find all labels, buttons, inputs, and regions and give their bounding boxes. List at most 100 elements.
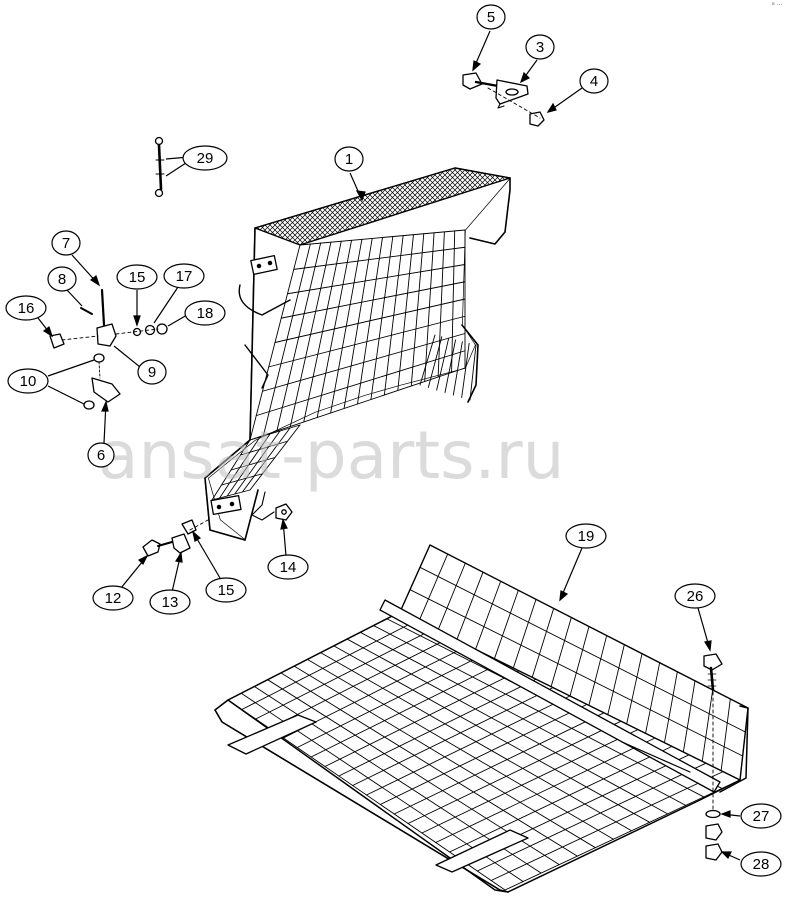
callout-9-label: 9	[148, 364, 156, 381]
callout-15b-label: 15	[218, 582, 235, 599]
mesh-wire	[299, 229, 466, 246]
mesh-wire	[230, 457, 276, 471]
mesh-wire	[379, 703, 588, 805]
watermark-text: ansat-parts.ru	[98, 417, 564, 494]
callout-15-top: 15	[116, 264, 158, 327]
mesh-wire	[234, 430, 281, 495]
mesh-wire	[346, 638, 669, 815]
mesh-wire	[296, 653, 486, 748]
callout-4: 4	[546, 68, 609, 113]
callout-5: 5	[472, 4, 506, 72]
mesh-wire	[255, 628, 435, 720]
mesh-wire	[287, 264, 466, 295]
callout-19: 19	[559, 523, 607, 602]
callout-17-label: 17	[176, 268, 193, 285]
mesh-wire	[241, 427, 291, 493]
callout-28-label: 28	[753, 856, 770, 873]
mesh-wire	[221, 473, 263, 486]
mesh-wire	[569, 626, 590, 697]
mesh-wire	[512, 598, 537, 669]
callout-12-label: 13	[162, 594, 179, 611]
mesh-wire	[240, 440, 288, 456]
mesh-wire	[324, 670, 520, 767]
mesh-wire	[409, 589, 744, 757]
callout-16-label: 16	[18, 300, 35, 317]
mesh-wire	[255, 350, 466, 417]
callout-29-label: 29	[197, 150, 214, 167]
mesh-wire	[421, 729, 639, 834]
mesh-wire	[249, 367, 466, 441]
mesh-wire	[504, 779, 741, 891]
mesh-wire	[219, 436, 261, 499]
mesh-wire	[418, 553, 449, 622]
mesh-wire	[437, 562, 466, 632]
mesh-wire	[211, 489, 251, 501]
callout-1-label: 1	[345, 151, 353, 168]
callout-12: 13	[149, 551, 191, 615]
bracket-assembly-top	[462, 72, 545, 127]
callout-26-label: 26	[687, 588, 704, 605]
mesh-wire	[531, 607, 555, 678]
corner-mark: ᴮ ···	[772, 2, 782, 9]
mesh-wire	[449, 745, 673, 853]
wire-basket-lower	[214, 544, 749, 893]
callout-3-label: 3	[536, 39, 544, 56]
mesh-wire	[452, 341, 463, 396]
mesh-wire	[461, 342, 470, 398]
callout-13: 12	[92, 554, 149, 611]
latch-hardware-group	[49, 288, 168, 410]
callout-16: 16	[5, 295, 54, 338]
callout-10: 10	[7, 359, 95, 405]
callout-4-label: 4	[590, 73, 598, 90]
mesh-wire	[249, 424, 301, 491]
callout-18: 18	[167, 300, 226, 327]
callout-7: 7	[51, 230, 101, 287]
callout-1: 1	[334, 146, 366, 202]
mesh-wire	[435, 737, 656, 843]
mesh-wire	[588, 635, 608, 706]
mesh-wire	[268, 315, 466, 368]
callout-8-label: 8	[58, 271, 66, 288]
mesh-wire	[274, 298, 466, 343]
callout-28: 28	[720, 851, 782, 877]
callout-13-label: 12	[105, 590, 122, 607]
mesh-wire	[393, 712, 605, 815]
mesh-wire	[645, 662, 661, 734]
mesh-wire	[444, 339, 456, 393]
mesh-wire	[607, 644, 625, 716]
mesh-wire	[211, 439, 251, 501]
mesh-wire	[262, 333, 466, 392]
mesh-wire	[427, 336, 443, 388]
mesh-wire	[366, 695, 571, 796]
mesh-wire	[493, 589, 519, 660]
callout-8: 8	[47, 266, 83, 307]
callout-17: 17	[153, 263, 205, 324]
wire-screen-upright	[204, 167, 511, 541]
mesh-wire	[739, 707, 749, 781]
bolt-washer-nut-stack	[703, 653, 723, 861]
mesh-wire	[701, 689, 714, 762]
mesh-wire	[352, 687, 554, 786]
callout-26: 26	[674, 583, 716, 652]
mesh-wire	[626, 653, 643, 725]
mesh-wire	[682, 680, 696, 753]
mesh-wire	[419, 334, 436, 386]
callout-6: 6	[87, 400, 115, 468]
mesh-wire	[476, 762, 707, 872]
mesh-wire	[293, 665, 596, 849]
nut-14	[275, 503, 293, 521]
callout-14-label: 14	[280, 559, 297, 576]
callout-27: 27	[720, 803, 782, 829]
mesh-wire	[249, 424, 301, 441]
mesh-wire	[373, 625, 705, 798]
mesh-wire	[456, 571, 484, 641]
mesh-wire	[306, 658, 614, 840]
callout-10-label: 10	[20, 373, 37, 390]
mesh-wire	[399, 544, 431, 613]
callout-29: 29	[165, 145, 228, 177]
mesh-wire	[475, 580, 502, 650]
mesh-wire	[663, 671, 678, 744]
callout-19-label: 19	[578, 528, 595, 545]
mesh-wire	[293, 246, 466, 270]
